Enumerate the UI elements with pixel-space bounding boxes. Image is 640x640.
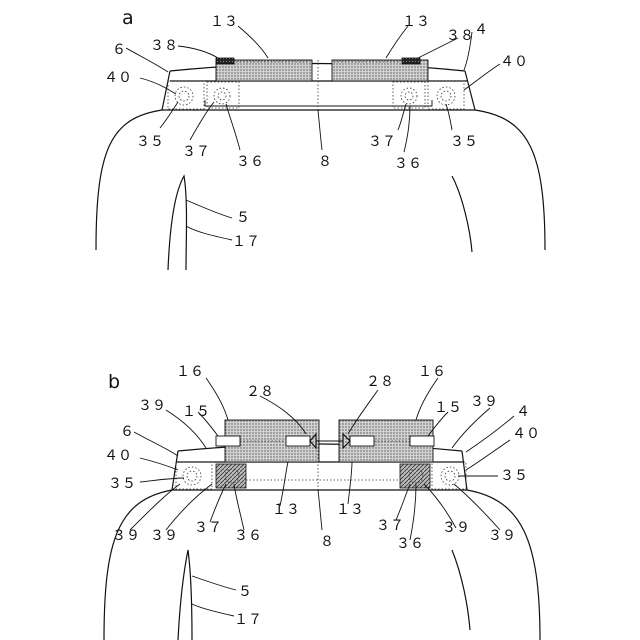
panel-a-roller-36-left [214, 88, 230, 104]
panel-b-ref-6: ６ [120, 424, 134, 440]
panel-a-ref-36-right: ３６ [394, 156, 422, 172]
panel-b-ref-36-left: ３６ [234, 528, 262, 544]
panel-b-ref-8: ８ [320, 534, 334, 550]
panel-b-ref-17: １７ [234, 612, 262, 628]
panel-a-label: a [122, 7, 134, 29]
panel-a-ref-36-left: ３６ [236, 154, 264, 170]
panel-a-compartment-right-2 [393, 82, 425, 108]
panel-b-ref-35-right: ３５ [500, 468, 528, 484]
panel-a-ref-13-left: １３ [210, 14, 238, 30]
panel-b: b [104, 364, 540, 640]
panel-a-ref-38-left: ３８ [150, 38, 178, 54]
panel-a-body-outline [96, 110, 545, 250]
panel-a-ref-17: １７ [232, 234, 260, 250]
panel-b-ref-13-left: １３ [272, 502, 300, 518]
panel-b-ref-16-left: １６ [176, 364, 204, 380]
panel-a-ref-35-right: ３５ [450, 134, 478, 150]
panel-b-ref-15-left: １５ [182, 404, 210, 420]
panel-b-ref-13-right: １３ [336, 502, 364, 518]
panel-b-ref-39-bl2: ３９ [150, 528, 178, 544]
panel-a-roller-36-left-core [218, 92, 226, 100]
panel-b-ref-37-left: ３７ [194, 520, 222, 536]
panel-b-ref-39-br2: ３９ [488, 528, 516, 544]
panel-a-ref-40-right: ４０ [500, 54, 528, 70]
panel-b-roller-35-right [441, 467, 459, 485]
panel-b-actuator-15-right [410, 436, 434, 446]
panel-b-ref-16-right: １６ [418, 364, 446, 380]
panel-a-ref-35-left: ３５ [136, 134, 164, 150]
panel-b-arm-left [178, 550, 192, 640]
panel-b-ref-36-right: ３６ [396, 536, 424, 552]
panel-b-label: b [108, 371, 120, 393]
panel-a-ref-13-right: １３ [402, 14, 430, 30]
panel-b-ref-39-tl: ３９ [138, 398, 166, 414]
panel-a-roller-35-right [437, 87, 455, 105]
panel-b-compartment-left [176, 462, 212, 489]
panel-a-ref-6: ６ [112, 42, 126, 58]
panel-a-roller-36-right [401, 88, 417, 104]
panel-b-ref-37-right: ３７ [376, 518, 404, 534]
panel-a: a [96, 7, 545, 270]
panel-a-ref-4: ４ [474, 22, 488, 38]
panel-b-ref-15-right: １５ [434, 400, 462, 416]
panel-b-ref-40-right: ４０ [512, 426, 540, 442]
panel-b-actuator-28-right [350, 436, 374, 446]
panel-b-ref-28-left: ２８ [246, 384, 274, 400]
panel-a-arm-left [168, 176, 187, 270]
panel-a-ref-40-left: ４０ [104, 70, 132, 86]
panel-b-ref-4: ４ [516, 404, 530, 420]
panel-a-pad-38-left [216, 58, 234, 64]
panel-a-ref-8: ８ [318, 154, 332, 170]
panel-b-ref-39-tr: ３９ [470, 394, 498, 410]
panel-b-ref-28-right: ２８ [366, 374, 394, 390]
panel-b-ref-39-bl1: ３９ [112, 528, 140, 544]
panel-b-roller-35-left-core [187, 471, 197, 481]
panel-a-ref-37-right: ３７ [368, 134, 396, 150]
panel-a-roller-36-right-core [405, 92, 413, 100]
panel-b-compartment-right-2 [400, 464, 430, 488]
panel-b-arm-right [452, 550, 470, 630]
panel-b-ref-5: ５ [238, 584, 252, 600]
panel-b-ref-40-left: ４０ [104, 448, 132, 464]
panel-a-roller-35-left-core [179, 91, 189, 101]
panel-a-ref-37-left: ３７ [182, 144, 210, 160]
panel-a-arm-right [452, 176, 472, 252]
panel-b-roller-35-left [183, 467, 201, 485]
panel-a-leaders [126, 26, 500, 240]
panel-b-roller-35-right-core [445, 471, 455, 481]
panel-b-actuator-28-left [286, 436, 310, 446]
panel-b-actuator-15-left [216, 436, 240, 446]
panel-b-body-outline [104, 490, 540, 640]
panel-b-compartment-left-2 [216, 464, 246, 488]
panel-b-ref-35-left: ３５ [108, 476, 136, 492]
panel-a-ref-5: ５ [236, 210, 250, 226]
panel-a-compartment-left [168, 81, 204, 109]
panel-b-ref-39-br1: ３９ [442, 520, 470, 536]
panel-a-ref-38-right: ３８ [446, 28, 474, 44]
panel-a-roller-35-right-core [441, 91, 451, 101]
panel-a-pad-38-right [402, 58, 420, 64]
